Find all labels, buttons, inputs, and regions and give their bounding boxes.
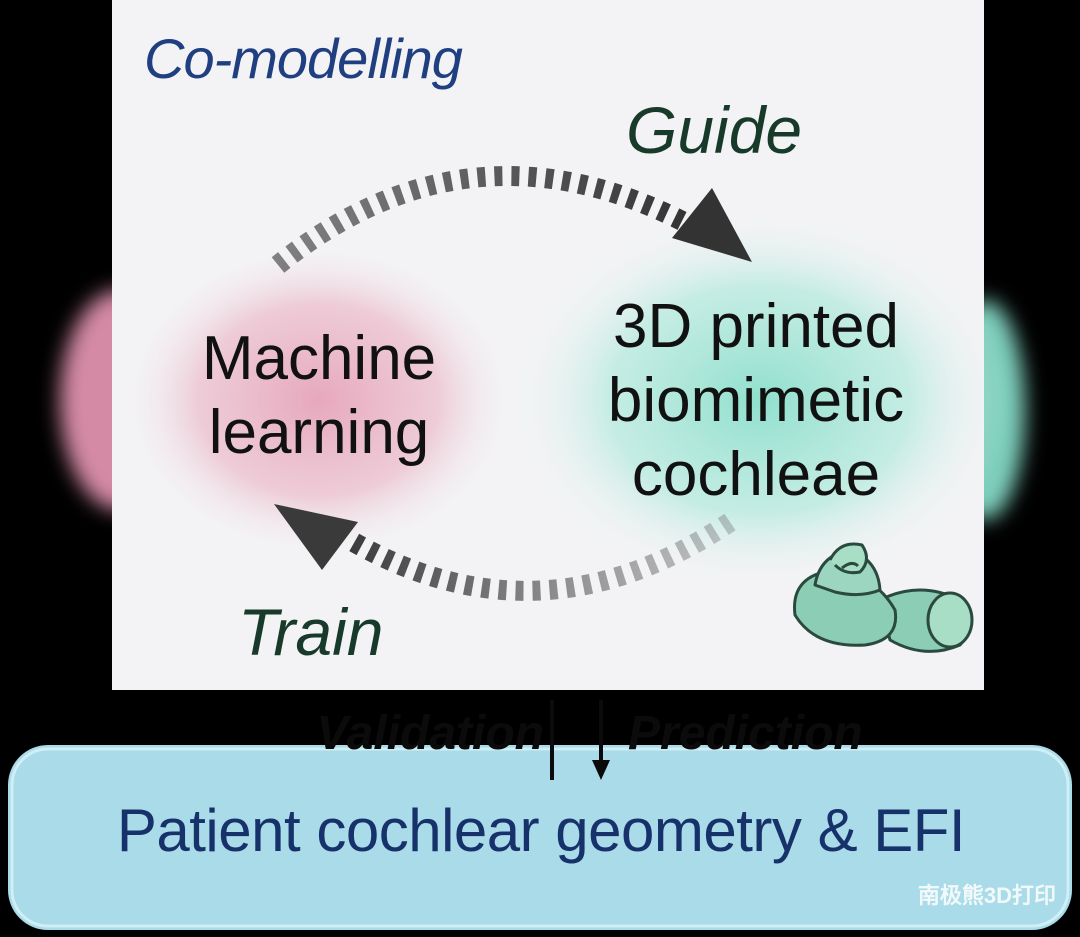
patient-box-border [10, 747, 1070, 928]
printed-cochleae-line2: biomimetic [607, 366, 905, 435]
guide-arrowhead [672, 188, 752, 262]
connector-arrows [550, 700, 610, 780]
machine-learning-blob [118, 240, 518, 560]
printed-cochleae-line3: cochleae [631, 440, 881, 509]
prediction-label: Prediction [628, 707, 863, 760]
train-arrowhead [274, 504, 358, 570]
validation-label: Validation [316, 707, 544, 760]
patient-box-label: Patient cochlear geometry & EFI [116, 797, 966, 864]
cochlea-icon [793, 542, 974, 653]
watermark: 南极熊3D打印 [917, 883, 1056, 908]
guide-label: Guide [626, 93, 803, 167]
patient-box [8, 745, 1072, 930]
dashed-arrow-top [271, 166, 695, 273]
printed-cochleae-line1: 3D printed [612, 292, 900, 361]
machine-learning-line1: Machine [201, 324, 437, 393]
machine-learning-line2: learning [208, 398, 430, 467]
dashed-arrow-bottom [344, 513, 736, 601]
train-label: Train [238, 595, 384, 669]
machine-learning-node: Machine learning [164, 322, 474, 470]
cochleae-blob [510, 210, 1010, 590]
diagram-title: Co-modelling [144, 27, 463, 90]
printed-cochleae-node: 3D printed biomimetic cochleae [566, 290, 946, 512]
